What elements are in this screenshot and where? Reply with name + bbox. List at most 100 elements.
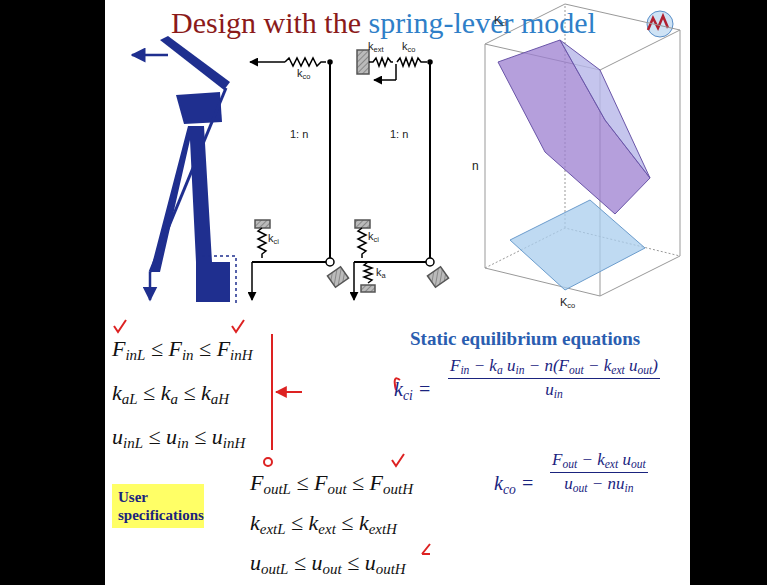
subscript: out [631, 458, 646, 471]
axis-label: n [472, 160, 479, 174]
symbol: k [359, 510, 369, 535]
text-run: − n [587, 474, 615, 493]
equation-lhs: kci = [394, 378, 431, 401]
symbol: u [622, 450, 631, 469]
subscript: a [497, 364, 503, 377]
text-run: − [469, 356, 489, 375]
symbol: F [314, 470, 327, 495]
symbol: u [616, 474, 625, 493]
section-heading: Static equilibrium equations [410, 328, 640, 350]
text-run: ≤ [288, 550, 311, 575]
spec-box: User specifications [112, 484, 204, 528]
spec-inequality: kextL ≤ kext ≤ kextH [250, 510, 397, 535]
symbol: k [297, 67, 303, 79]
spec-inequality: uoutL ≤ uout ≤ uoutH [250, 550, 406, 575]
spring-lever-model [250, 58, 349, 300]
symbol: u [629, 356, 638, 375]
subscript: aL [122, 391, 138, 407]
subscript: ci [274, 237, 279, 246]
text-run: 1: n [290, 128, 308, 140]
symbol: F [217, 336, 230, 361]
text-run: n [472, 159, 479, 173]
symbol: k [250, 510, 260, 535]
box-text: User specifications [118, 488, 198, 524]
subscript: co [567, 301, 575, 310]
subscript: in [554, 388, 563, 401]
axis-label: Kci [494, 14, 507, 27]
symbol: F [450, 356, 460, 375]
text-run: ) [652, 356, 658, 375]
subscript: outH [376, 561, 406, 577]
text-run: ≤ [143, 424, 166, 449]
subscript: extL [260, 521, 286, 537]
spec-inequality: FoutL ≤ Fout ≤ FoutH [250, 470, 413, 495]
subscript: in [460, 364, 469, 377]
subscript: in [182, 347, 194, 363]
text-run [618, 450, 622, 469]
subscript: co [303, 72, 311, 81]
symbol: u [250, 550, 261, 575]
subscript: ext [318, 521, 335, 537]
symbol: u [166, 424, 177, 449]
symbol: k [268, 232, 274, 244]
equation-denominator: uin [545, 380, 562, 400]
subscript: inL [123, 435, 143, 451]
subscript: ext [611, 364, 624, 377]
spring-label: kext [368, 40, 383, 53]
text-run: = [413, 378, 432, 400]
text-run: ≤ [145, 336, 168, 361]
symbol: k [494, 472, 503, 494]
symbol: k [402, 40, 408, 52]
symbol: k [604, 356, 612, 375]
subscript: out [562, 458, 577, 471]
subscript: a [170, 391, 177, 407]
symbol: u [212, 424, 223, 449]
symbol: u [545, 380, 554, 399]
slide-ground [105, 0, 690, 585]
equation-lhs: kco = [494, 472, 534, 495]
symbol: F [168, 336, 181, 361]
subscript: out [637, 364, 652, 377]
slide-title: Design with the spring-lever model [0, 6, 767, 40]
subscript: inH [223, 435, 245, 451]
axis-label: Kco [560, 296, 575, 309]
symbol: k [368, 40, 374, 52]
symbol: k [201, 380, 211, 405]
subscript: ci [374, 235, 379, 244]
text-run: ≤ [291, 470, 314, 495]
text-run: − [577, 450, 597, 469]
symbol: F [112, 336, 125, 361]
title-run: with [264, 6, 325, 39]
text-run: ≤ [286, 510, 309, 535]
red-annotations [114, 320, 430, 554]
subscript: a [382, 271, 386, 280]
symbol: k [489, 356, 497, 375]
spring-label: kco [402, 40, 415, 53]
symbol: k [597, 450, 605, 469]
subscript: inH [230, 347, 252, 363]
text-run: − [584, 356, 604, 375]
symbol: k [376, 266, 382, 278]
subscript: inL [125, 347, 145, 363]
title-run: model [521, 6, 596, 39]
symbol: K [560, 296, 567, 308]
symbol: F [559, 356, 569, 375]
subscript: co [503, 482, 516, 497]
text-run: ≤ [189, 424, 212, 449]
subscript: in [177, 435, 189, 451]
subscript: outL [261, 561, 288, 577]
subscript: aH [211, 391, 229, 407]
equation-numerator: Fout − kext uout [550, 450, 648, 473]
symbol: k [112, 380, 122, 405]
text-run: ≤ [342, 550, 365, 575]
spec-inequality: uinL ≤ uin ≤ uinH [112, 424, 245, 449]
text-run: ≤ [194, 336, 217, 361]
symbol: k [368, 230, 374, 242]
subscript: co [408, 45, 416, 54]
subscript: outL [263, 481, 290, 497]
text-run: ≤ [178, 380, 201, 405]
symbol: u [312, 550, 323, 575]
text-run: − n( [524, 356, 558, 375]
symbol: K [494, 14, 501, 26]
subscript: out [327, 481, 346, 497]
